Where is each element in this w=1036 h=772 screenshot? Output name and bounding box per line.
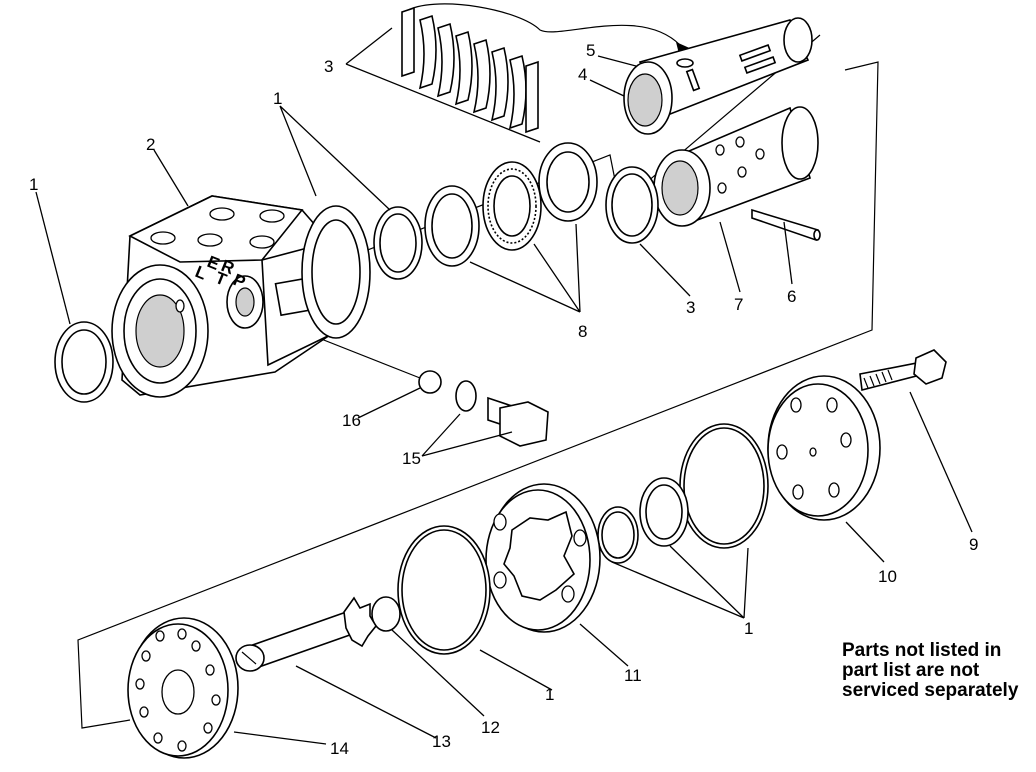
callout-1-upper: 1 (273, 89, 282, 108)
callout-5: 5 (586, 41, 595, 60)
spacer (371, 596, 401, 632)
gerotor-set (485, 483, 601, 633)
seal-ring-right (605, 166, 659, 244)
callout-8: 8 (578, 322, 587, 341)
callout-2: 2 (146, 135, 155, 154)
o-ring-large-right (679, 423, 769, 549)
service-note-line-2: part list are not (842, 660, 980, 681)
callout-6: 6 (787, 287, 796, 306)
callout-4: 4 (578, 65, 587, 84)
check-ball (418, 370, 442, 394)
callout-3-top: 3 (324, 57, 333, 76)
valve-housing: L E R T P (111, 195, 371, 398)
end-cap (767, 375, 881, 521)
service-note-line-3: serviced separately (842, 680, 1019, 701)
seal-ring-mid (373, 206, 423, 280)
callout-7: 7 (734, 295, 743, 314)
callout-14: 14 (330, 739, 349, 758)
spool (623, 17, 813, 135)
manifold-plate (127, 617, 239, 759)
service-note: Parts not listed in part list are not se… (842, 641, 1036, 701)
drive-shaft (235, 596, 377, 672)
sleeve (653, 106, 819, 227)
callout-12: 12 (481, 718, 500, 737)
callout-1-lower-right: 1 (744, 619, 753, 638)
cap-screw (859, 349, 947, 392)
callout-9: 9 (969, 535, 978, 554)
callout-1-left: 1 (29, 175, 38, 194)
callout-16: 16 (342, 411, 361, 430)
thrust-bearing (482, 161, 542, 251)
seal-ring-left (54, 321, 114, 403)
check-plug (455, 380, 549, 447)
o-ring-large-left (397, 525, 491, 655)
callout-11: 11 (624, 666, 642, 685)
callout-1-lower-mid: 1 (545, 685, 554, 704)
bearing-race-1 (424, 185, 480, 267)
centering-springs (401, 3, 694, 134)
callout-3-right: 3 (686, 298, 695, 317)
leader-lines (35, 27, 973, 745)
callout-10: 10 (878, 567, 897, 586)
callout-13: 13 (432, 732, 451, 751)
callout-labels: 1 1 1 1 2 3 3 4 5 6 7 8 9 10 11 12 13 14… (29, 41, 978, 758)
callout-15: 15 (402, 449, 421, 468)
bearing-race-2 (538, 142, 598, 222)
service-note-line-1: Parts not listed in (842, 640, 1002, 661)
